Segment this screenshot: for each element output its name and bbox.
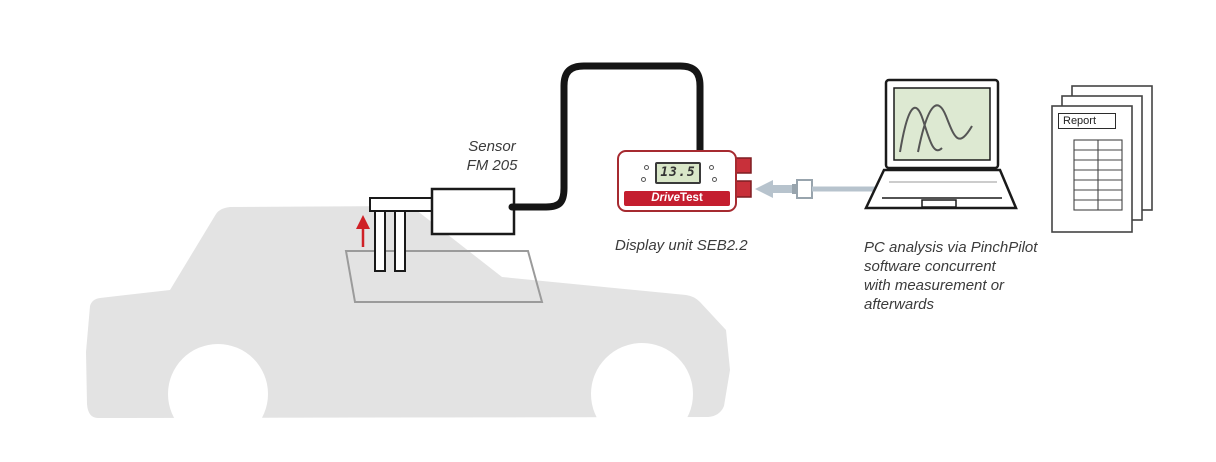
- sensor-arm: [369, 197, 435, 212]
- brand-test: Test: [679, 192, 703, 204]
- sensor-prong-left: [374, 202, 386, 272]
- sensor-cable: [508, 62, 704, 211]
- report-title-box: Report: [1058, 113, 1116, 129]
- rear-wheel: [591, 343, 693, 445]
- indicator-dot: [712, 177, 717, 182]
- report-pages: [1051, 85, 1153, 233]
- brand-drive: Drive: [651, 192, 680, 204]
- sensor-fm205: [356, 187, 516, 272]
- sensor-body: [430, 187, 516, 236]
- display-unit-caption: Display unit SEB2.2: [615, 237, 748, 254]
- indicator-dot: [709, 165, 714, 170]
- indicator-dot: [641, 177, 646, 182]
- drivetest-logo: DriveTest: [624, 191, 730, 206]
- indicator-dot: [644, 165, 649, 170]
- laptop: [864, 78, 1018, 210]
- sensor-prong-right: [394, 202, 406, 272]
- display-connectors: [733, 157, 752, 198]
- front-wheel: [168, 344, 268, 444]
- pc-caption-line3: with measurement or: [864, 277, 1005, 294]
- pc-caption-line2: software concurrent: [864, 258, 996, 275]
- sensor-label-line1: Sensor: [468, 138, 516, 155]
- pc-caption-line4: afterwards: [864, 296, 935, 313]
- touchpad: [921, 199, 957, 208]
- pc-analysis-caption: PC analysis via PinchPilot software conc…: [864, 238, 1094, 314]
- sensor-label-line2: FM 205: [466, 157, 518, 174]
- window-outline: [344, 250, 544, 303]
- waveform: [899, 104, 973, 153]
- cable-plug: [792, 179, 813, 199]
- car-silhouette: [86, 206, 730, 445]
- display-unit: 13.5 DriveTest: [617, 150, 737, 212]
- report-grid: [1073, 139, 1123, 211]
- sensor-label: Sensor FM 205: [432, 137, 552, 175]
- left-arrow-icon: [755, 180, 793, 198]
- pc-caption-line1: PC analysis via PinchPilot: [864, 239, 1038, 256]
- lcd-display: 13.5: [655, 162, 701, 184]
- up-arrow-icon: [356, 215, 370, 247]
